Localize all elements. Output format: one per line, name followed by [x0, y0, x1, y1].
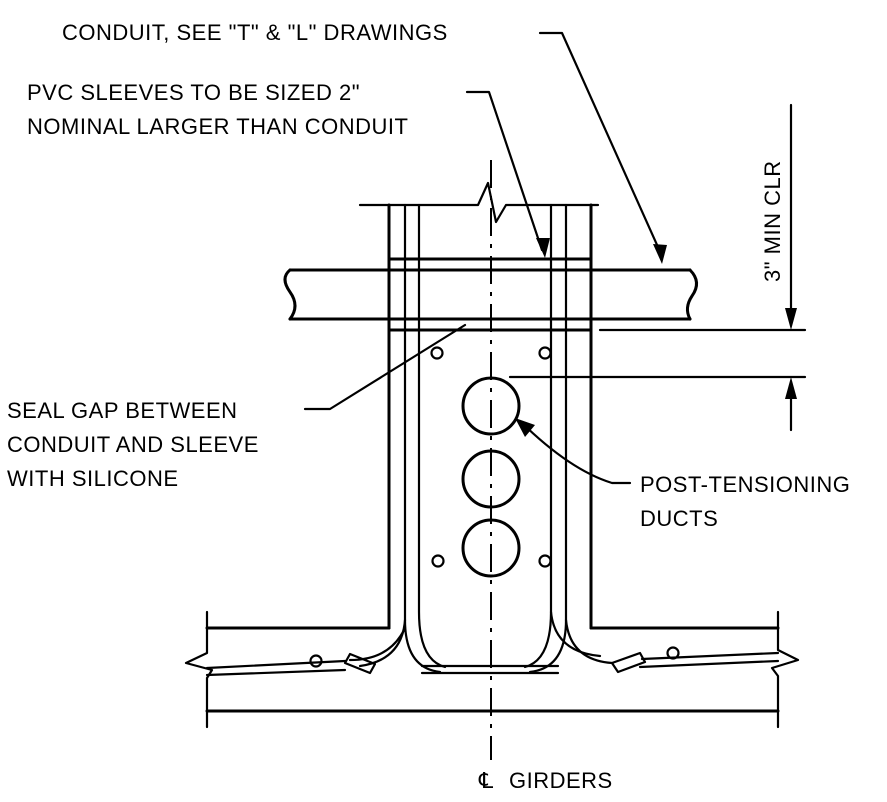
- pvc-sleeve-label-line1: PVC SLEEVES TO BE SIZED 2": [27, 80, 360, 105]
- seal-gap-label-line3: WITH SILICONE: [7, 466, 179, 491]
- clearance-dimension: [508, 103, 807, 432]
- clearance-label: 3" MIN CLR: [760, 160, 785, 282]
- centerline-symbol: ℄: [478, 768, 494, 793]
- conduit-right-end: [685, 268, 698, 321]
- ducts-label-line2: DUCTS: [640, 506, 718, 531]
- stirrups: [343, 203, 647, 675]
- conduit-left-end: [283, 268, 297, 321]
- seal-gap-label-line2: CONDUIT AND SLEEVE: [7, 432, 259, 457]
- girders-label: GIRDERS: [509, 768, 613, 793]
- leaders: [303, 31, 667, 485]
- ducts-label-line1: POST-TENSIONING: [640, 472, 850, 497]
- top-break-line: [358, 181, 600, 224]
- girder-web: [358, 181, 600, 630]
- conduit-label: CONDUIT, SEE "T" & "L" DRAWINGS: [62, 20, 448, 45]
- pvc-sleeve-label-line2: NOMINAL LARGER THAN CONDUIT: [27, 114, 408, 139]
- right-break-line: [770, 610, 800, 729]
- seal-gap-label-line1: SEAL GAP BETWEEN: [7, 398, 238, 423]
- longitudinal-rebars: [309, 346, 680, 668]
- left-break-line: [184, 610, 214, 729]
